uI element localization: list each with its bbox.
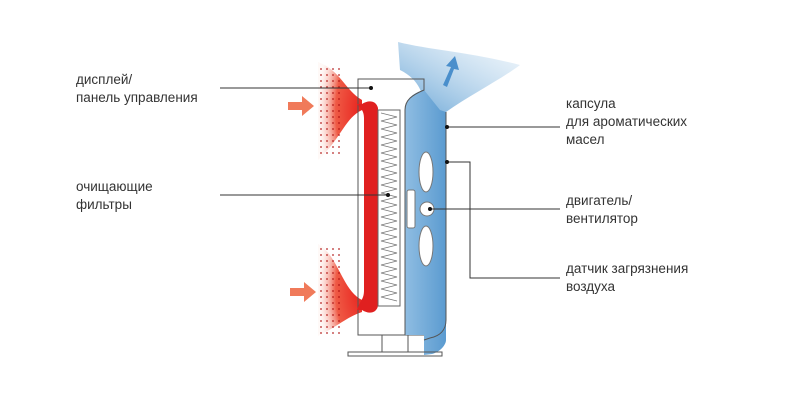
red-duct <box>357 101 378 313</box>
fan-blade-bottom <box>418 225 434 267</box>
clean-air-plume <box>398 42 520 112</box>
stand-base <box>347 351 443 357</box>
intake-arrow-bottom-icon <box>290 282 316 302</box>
label-sensor-1: датчик загрязнения <box>566 261 688 276</box>
label-display-1: дисплей/ <box>76 72 132 87</box>
intake-arrow-top-icon <box>288 96 314 116</box>
label-filters-2: фильтры <box>76 197 132 212</box>
filter-cartridge <box>377 109 401 307</box>
filter-pleats <box>380 112 398 302</box>
outflow-arrow-icon <box>443 56 459 87</box>
label-fan-1: двигатель/ <box>566 193 632 208</box>
label-capsule-2: для ароматических <box>566 114 687 129</box>
label-sensor-2: воздуха <box>566 279 615 294</box>
dirt-particles-top <box>318 64 344 158</box>
label-display-2: панель управления <box>76 90 198 105</box>
motor <box>406 189 416 229</box>
leader-lines <box>220 86 560 279</box>
fan-blade-top <box>418 151 434 193</box>
label-fan-2: вентилятор <box>566 211 638 226</box>
air-channel <box>405 90 446 355</box>
label-capsule-3: масел <box>566 132 604 147</box>
label-filters-1: очищающие <box>76 179 153 194</box>
label-capsule-1: капсула <box>566 96 616 111</box>
dirt-particles-bottom <box>318 248 344 334</box>
